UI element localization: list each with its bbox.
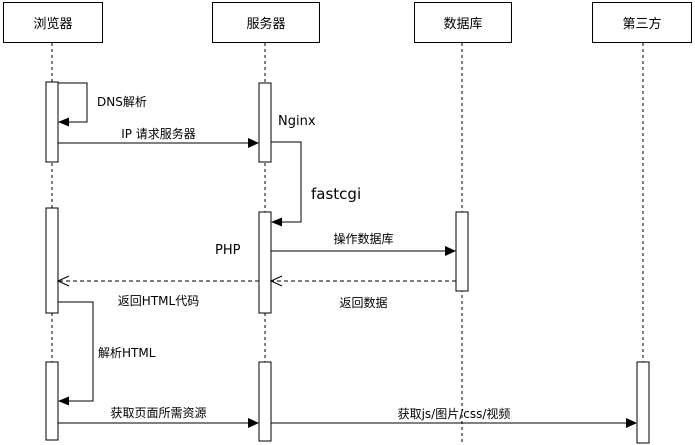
browser-activation-1 [45, 81, 59, 163]
browser-activation-3 [45, 361, 59, 441]
fastcgi-arrowhead [271, 217, 282, 227]
participant-browser-label: 浏览器 [33, 17, 73, 32]
message-label-dns: DNS解析 [97, 95, 147, 109]
parse-html-self-message-line [58, 301, 94, 402]
operate-db-arrowhead [445, 246, 456, 256]
message-label-parse-html: 解析HTML [98, 346, 156, 360]
dns-self-message-line [58, 82, 88, 123]
message-label-return-data: 返回数据 [339, 296, 388, 310]
fastcgi-self-message-line [271, 141, 302, 223]
message-label-nginx: Nginx [278, 114, 316, 129]
participant-thirdparty-label: 第三方 [622, 17, 662, 32]
return-html-arrowhead [56, 275, 70, 287]
fetch-resources-arrowhead [248, 418, 259, 428]
participant-browser: 浏览器 [3, 2, 103, 43]
participant-server-label: 服务器 [246, 17, 286, 32]
participant-database: 数据库 [414, 2, 512, 43]
thirdparty-activation-1 [636, 361, 650, 444]
message-label-fetch-resources: 获取页面所需资源 [110, 406, 207, 420]
server-activation-3 [258, 361, 272, 442]
message-label-operate-db: 操作数据库 [333, 232, 394, 246]
message-label-fetch-assets: 获取js/图片/css/视频 [397, 407, 511, 421]
message-label-ip-request: IP 请求服务器 [121, 127, 196, 141]
participant-database-label: 数据库 [443, 17, 483, 32]
return-data-arrowhead [269, 275, 283, 287]
participant-server: 服务器 [212, 2, 320, 43]
browser-activation-2 [45, 207, 59, 314]
database-activation-1 [455, 211, 469, 292]
fetch-assets-arrowhead [626, 418, 637, 428]
server-activation-1 [258, 82, 272, 163]
ip-request-arrowhead [248, 138, 259, 148]
message-label-return-html: 返回HTML代码 [117, 294, 200, 308]
parse-html-arrowhead [58, 396, 69, 406]
message-label-fastcgi: fastcgi [311, 185, 362, 203]
dns-arrowhead [58, 117, 69, 127]
server-activation-2 [258, 211, 272, 314]
participant-thirdparty: 第三方 [592, 2, 692, 43]
message-label-php: PHP [215, 243, 241, 258]
